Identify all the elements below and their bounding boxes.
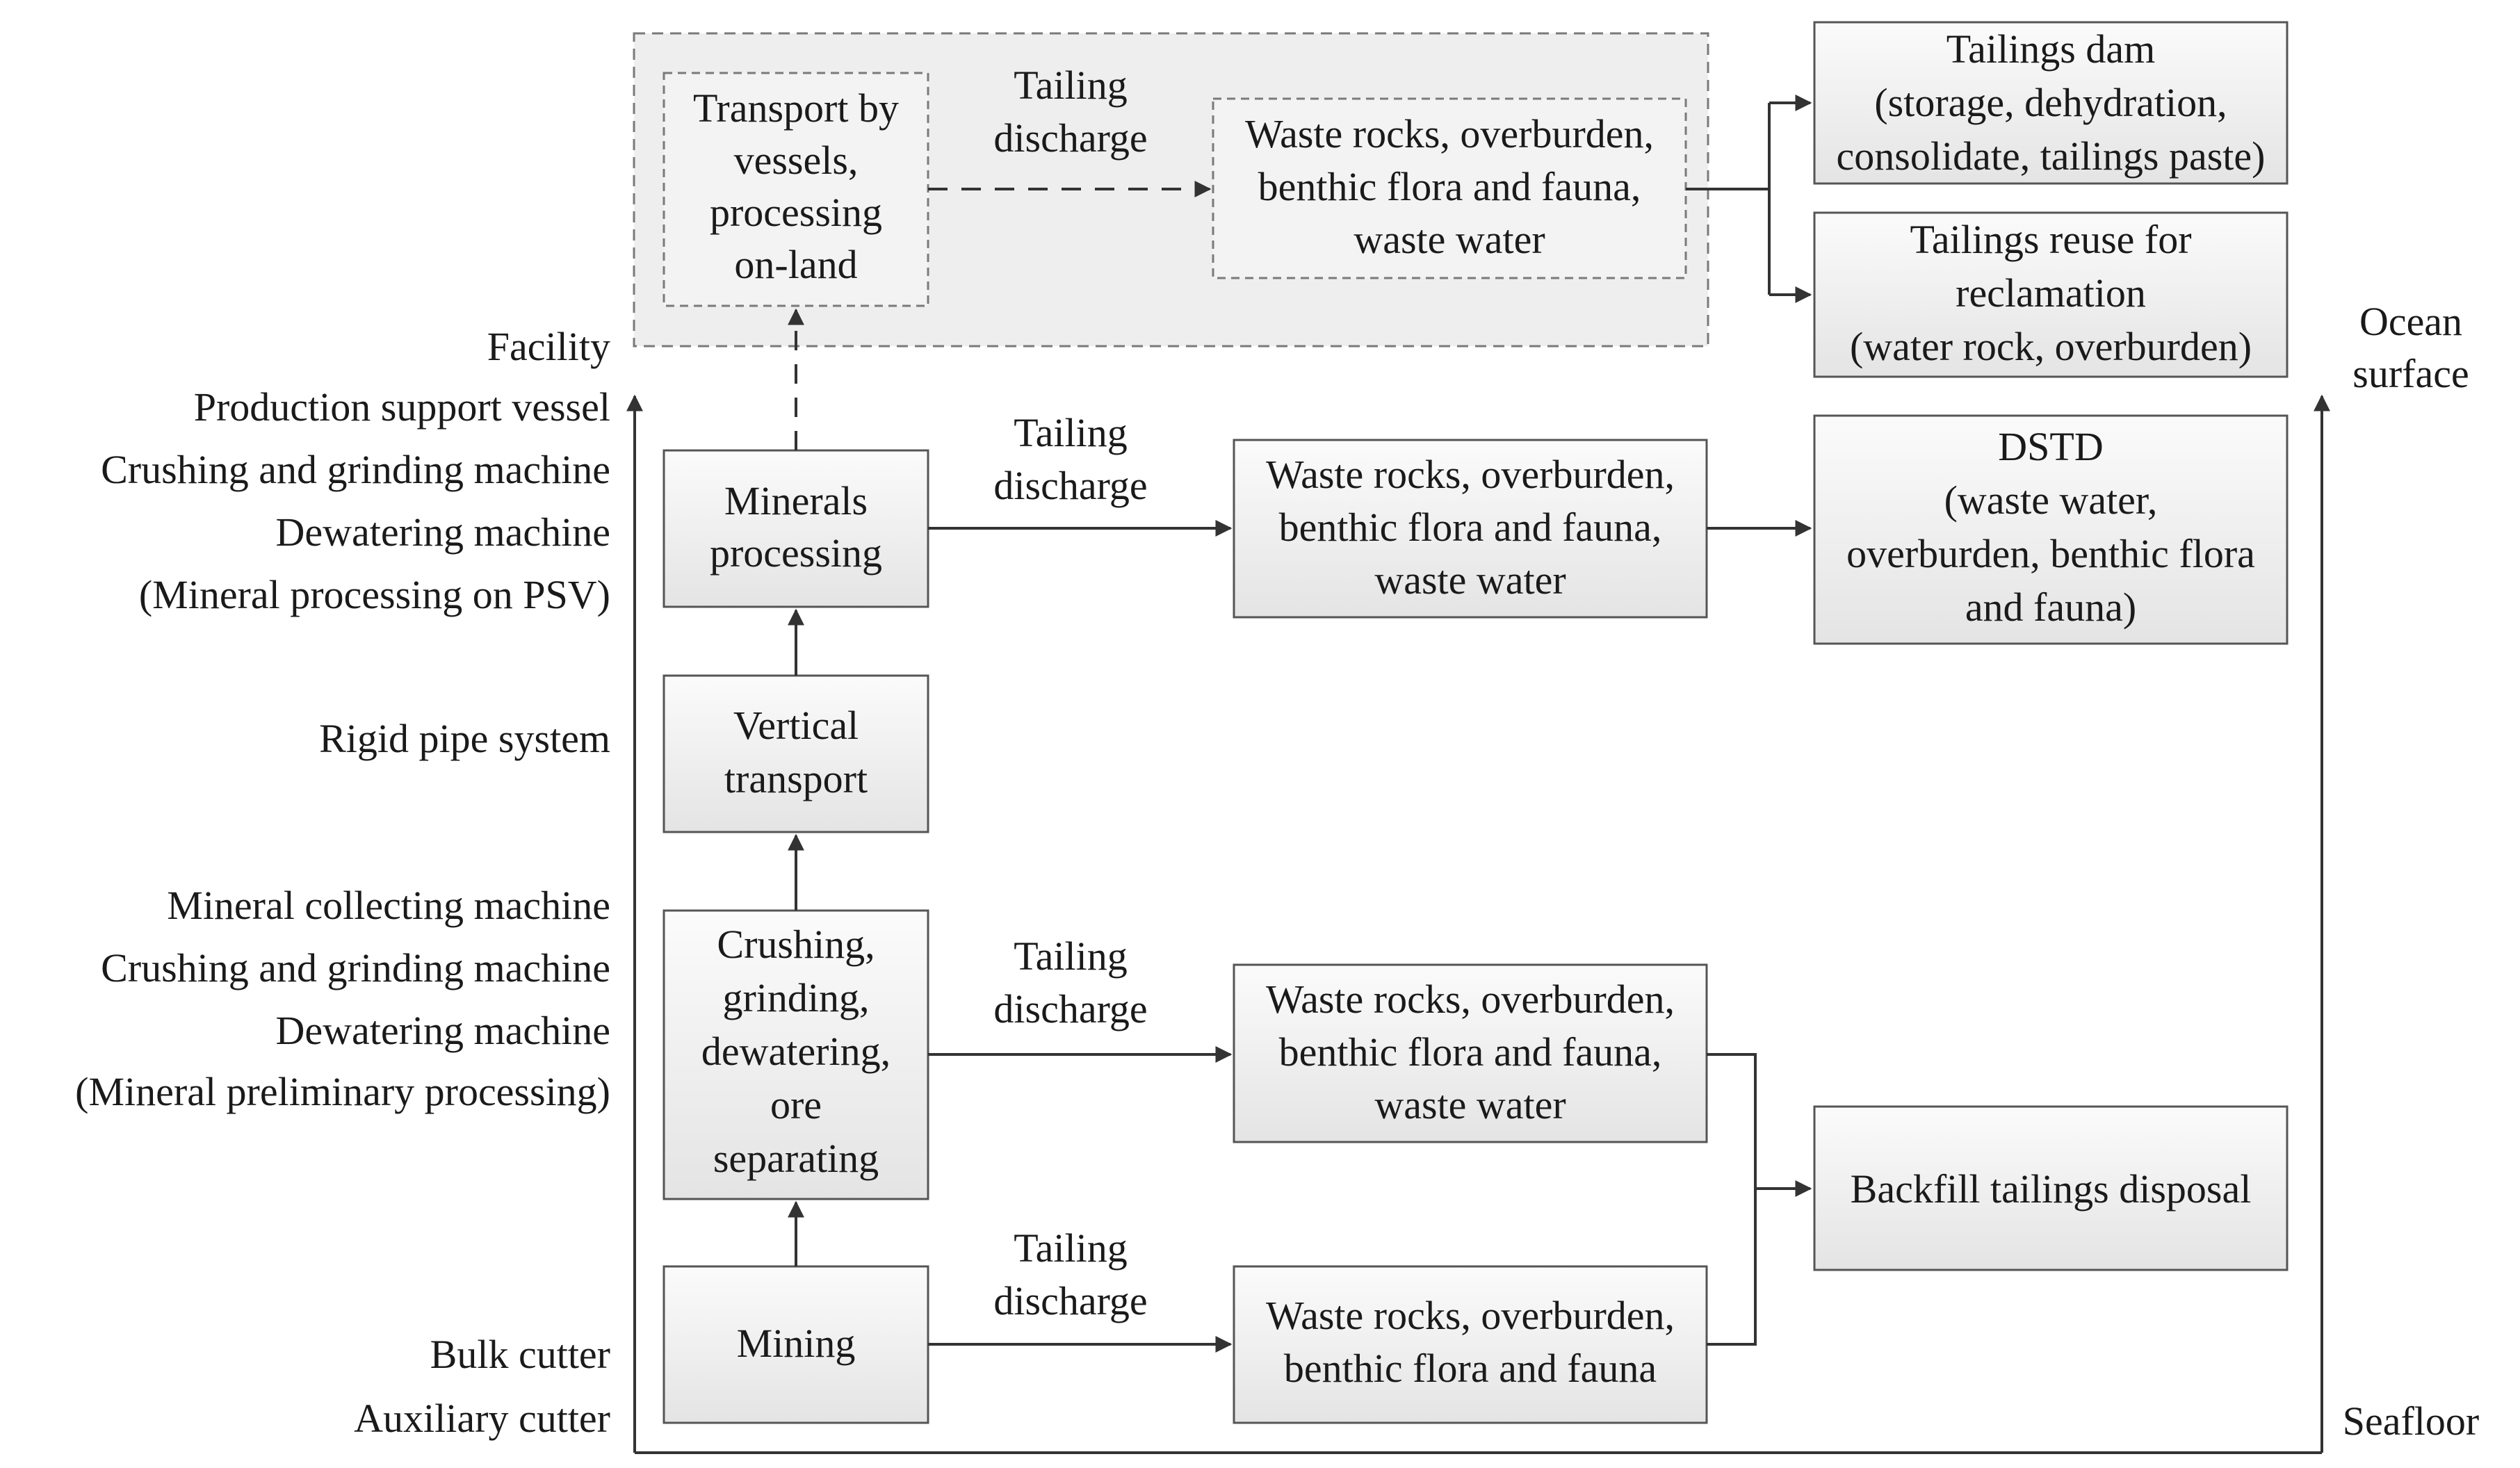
dstd-line: and fauna)	[1965, 585, 2136, 630]
waste-top-line: benthic flora and fauna,	[1258, 164, 1641, 209]
tailings-dam-box	[1813, 21, 2289, 185]
minerals-processing-line: processing	[710, 530, 882, 576]
waste-mining-line: benthic flora and fauna	[1284, 1346, 1657, 1391]
tailings-reuse-box	[1813, 211, 2289, 378]
discharge-label-top: discharge	[993, 115, 1147, 161]
dstd-line: (waste water,	[1944, 478, 2158, 523]
label-psv-line: Production support vessel	[194, 384, 610, 430]
label-collect-line: Crushing and grinding machine	[101, 945, 610, 990]
crushing-line: separating	[713, 1136, 879, 1181]
waste-box-crushing	[1233, 963, 1708, 1143]
waste-box-psv	[1233, 439, 1708, 619]
vertical-transport-line: Vertical	[733, 703, 859, 748]
tailings-reuse-line: Tailings reuse for	[1910, 217, 2191, 262]
label-surface: surface	[2352, 351, 2469, 396]
discharge-label-psv: Tailing	[1014, 410, 1127, 455]
discharge-label-psv: discharge	[993, 463, 1147, 508]
waste-top-line: waste water	[1354, 217, 1545, 262]
transport-vessels-line: vessels,	[734, 138, 859, 183]
discharge-label-mining: discharge	[993, 1278, 1147, 1323]
transport-vessels-box	[662, 72, 929, 307]
discharge-label-crushing: Tailing	[1014, 933, 1127, 979]
backfill-box	[1813, 1105, 2289, 1271]
label-seafloor: Seafloor	[2343, 1398, 2480, 1444]
waste-top-line: Waste rocks, overburden,	[1245, 111, 1654, 156]
minerals-processing-box	[662, 449, 929, 608]
label-psv-line: Dewatering machine	[275, 509, 610, 555]
waste-psv-line: benthic flora and fauna,	[1279, 505, 1662, 550]
tailings-dam-line: (storage, dehydration,	[1874, 80, 2227, 125]
dstd-line: DSTD	[1998, 424, 2103, 469]
discharge-label-crushing: discharge	[993, 986, 1147, 1031]
crushing-box	[662, 909, 929, 1200]
connector-mining-waste	[1707, 1189, 1757, 1346]
waste-box-top	[1212, 97, 1687, 279]
tailings-dam-line: consolidate, tailings paste)	[1837, 133, 2266, 179]
label-collect-line: Dewatering machine	[275, 1008, 610, 1053]
transport-vessels-line: processing	[710, 190, 882, 235]
mining-box	[662, 1265, 929, 1424]
transport-vessels-line: on-land	[734, 242, 857, 287]
backfill-line: Backfill tailings disposal	[1851, 1166, 2252, 1212]
connector-crushing-waste	[1707, 1053, 1757, 1189]
crushing-line: ore	[770, 1082, 822, 1127]
waste-psv-line: waste water	[1374, 557, 1566, 603]
vertical-transport-box	[662, 674, 929, 833]
waste-crushing-line: waste water	[1374, 1082, 1566, 1127]
crushing-line: dewatering,	[701, 1029, 891, 1074]
label-ocean: Ocean	[2359, 299, 2462, 344]
label-collect-line: Mineral collecting machine	[167, 883, 610, 928]
label-auxiliary-cutter: Auxiliary cutter	[354, 1396, 610, 1441]
dstd-line: overburden, benthic flora	[1846, 531, 2255, 576]
discharge-label-mining: Tailing	[1014, 1225, 1127, 1271]
vertical-transport-line: transport	[724, 756, 868, 801]
label-psv-line: (Mineral processing on PSV)	[139, 572, 610, 617]
waste-box-mining	[1233, 1265, 1708, 1424]
waste-mining-line: Waste rocks, overburden,	[1266, 1293, 1675, 1338]
tailings-dam-line: Tailings dam	[1946, 26, 2155, 72]
label-collect-line: (Mineral preliminary processing)	[75, 1069, 610, 1114]
waste-crushing-line: Waste rocks, overburden,	[1266, 977, 1675, 1022]
minerals-processing-line: Minerals	[724, 478, 868, 523]
crushing-line: grinding,	[722, 975, 869, 1020]
discharge-label-top: Tailing	[1014, 63, 1127, 108]
transport-vessels-line: Transport by	[693, 85, 899, 131]
tailings-reuse-line: (water rock, overburden)	[1850, 324, 2252, 369]
mining-line: Mining	[737, 1321, 856, 1366]
label-psv-line: Crushing and grinding machine	[101, 447, 610, 492]
label-rigid-pipe: Rigid pipe system	[319, 716, 610, 761]
waste-crushing-line: benthic flora and fauna,	[1279, 1029, 1662, 1075]
waste-psv-line: Waste rocks, overburden,	[1266, 452, 1675, 497]
label-facility: Facility	[487, 324, 610, 369]
tailings-reuse-line: reclamation	[1956, 270, 2146, 316]
label-bulk-cutter: Bulk cutter	[430, 1332, 610, 1377]
dstd-box	[1813, 414, 2289, 645]
crushing-line: Crushing,	[717, 922, 875, 967]
